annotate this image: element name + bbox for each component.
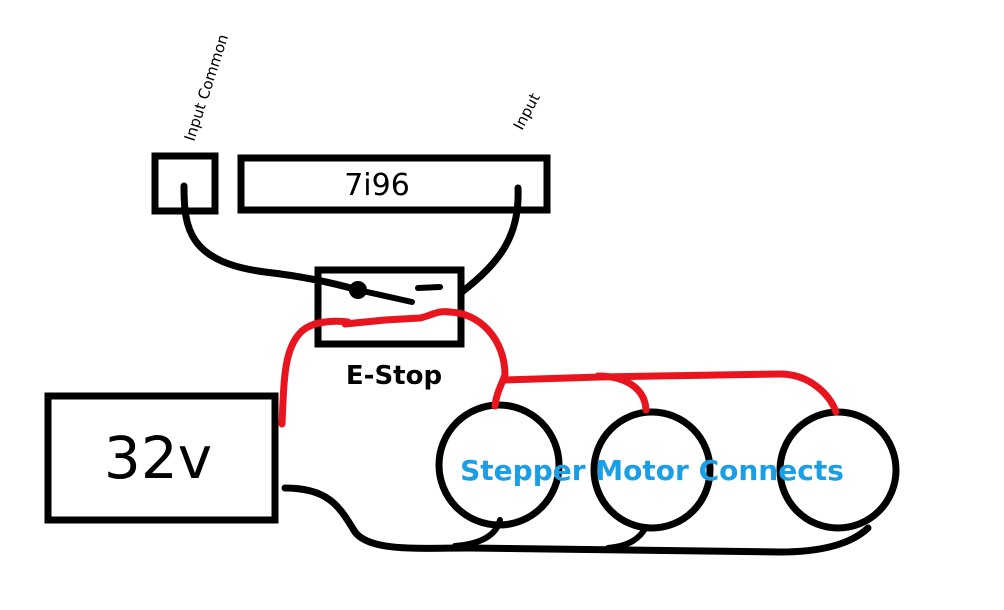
wire-return-motor-2 bbox=[605, 524, 649, 551]
wire-red-motor-bus bbox=[501, 370, 840, 416]
estop-fixed-contact bbox=[415, 284, 443, 291]
wire-input-common-to-estop bbox=[180, 182, 362, 294]
estop-switch-lever bbox=[355, 287, 415, 305]
estop-box bbox=[314, 266, 465, 348]
stepper-motor-2 bbox=[590, 408, 714, 532]
input-label: Input bbox=[510, 90, 544, 133]
stepper-motors-label: Stepper Motor Connects bbox=[460, 454, 844, 487]
power-supply-32v bbox=[44, 392, 279, 524]
wire-red-to-motor-2 bbox=[594, 372, 650, 414]
wire-red-power-to-estop bbox=[278, 317, 352, 428]
input-common-label: Input Common bbox=[181, 32, 232, 143]
wire-input-to-estop bbox=[458, 184, 522, 296]
wire-red-estop-bridge bbox=[341, 308, 454, 328]
board-7i96 bbox=[237, 154, 551, 214]
wire-power-return bbox=[281, 484, 872, 556]
estop-label: E-Stop bbox=[346, 361, 442, 391]
power-supply-label: 32v bbox=[104, 424, 212, 492]
wire-return-motor-1 bbox=[452, 517, 503, 549]
board-label: 7i96 bbox=[344, 168, 410, 203]
wire-red-estop-to-motors bbox=[444, 308, 509, 410]
